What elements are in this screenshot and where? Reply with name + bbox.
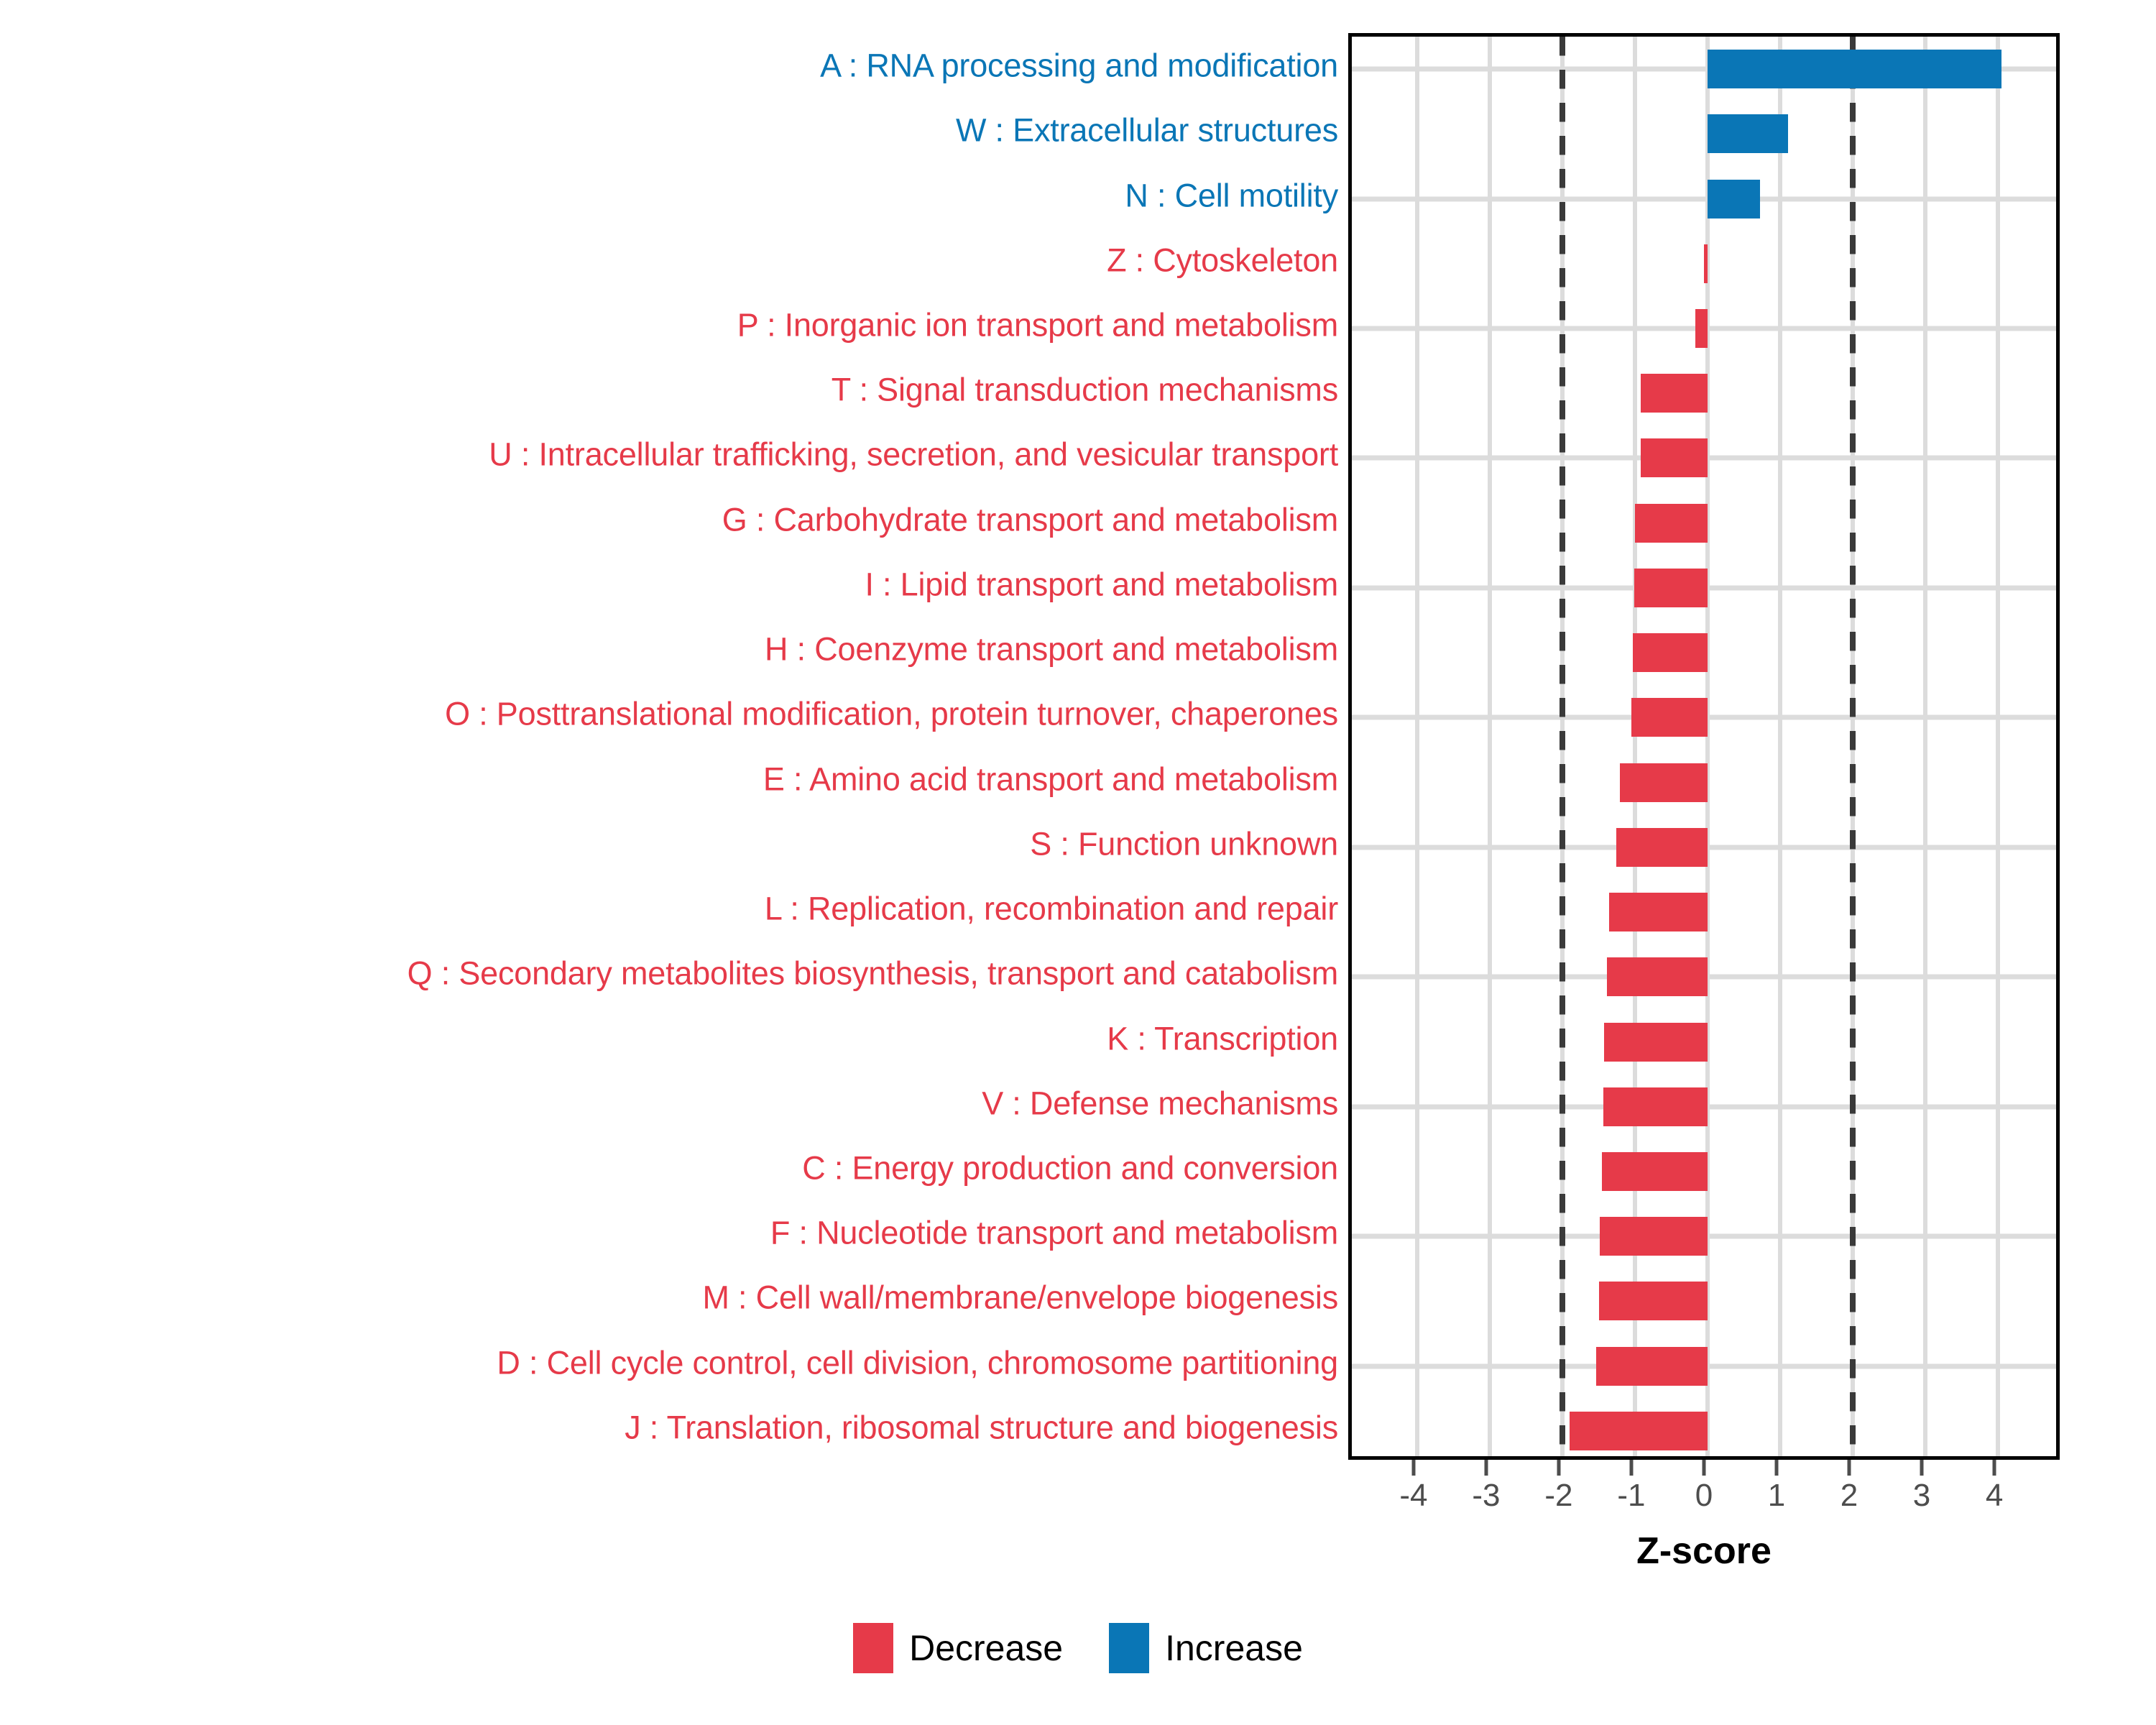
- y-axis-tick-label: D : Cell cycle control, cell division, c…: [497, 1344, 1338, 1381]
- legend-swatch-icon: [853, 1623, 894, 1673]
- bar: [1708, 179, 1760, 218]
- y-axis-tick-label: P : Inorganic ion transport and metaboli…: [737, 306, 1338, 344]
- x-axis-tick-label: 4: [1985, 1478, 2004, 1513]
- threshold-line: [1559, 37, 1565, 1456]
- x-axis-tick: [1992, 1460, 1996, 1476]
- vertical-gridline: [1632, 37, 1637, 1456]
- chart-legend: Decrease Increase: [0, 1623, 2156, 1673]
- bar: [1608, 893, 1708, 932]
- y-axis-tick-label: N : Cell motility: [1125, 177, 1338, 214]
- bar: [1619, 763, 1708, 802]
- y-axis-tick-label: O : Posttranslational modification, prot…: [445, 695, 1338, 732]
- horizontal-gridline: [1352, 196, 2056, 202]
- y-axis-tick-label: Q : Secondary metabolites biosynthesis, …: [407, 954, 1339, 992]
- x-axis-tick: [1847, 1460, 1851, 1476]
- horizontal-gridline: [1352, 66, 2056, 72]
- y-axis-category-labels: A : RNA processing and modification W : E…: [0, 33, 1348, 1460]
- y-axis-tick-label: E : Amino acid transport and metabolism: [763, 760, 1338, 798]
- plot-area: [1352, 37, 2056, 1456]
- bar: [1708, 50, 2002, 89]
- x-axis-tick: [1557, 1460, 1561, 1476]
- y-axis-tick-label: I : Lipid transport and metabolism: [865, 566, 1338, 603]
- bar: [1634, 503, 1708, 543]
- bar: [1634, 568, 1708, 607]
- x-axis-tick-label: -4: [1399, 1478, 1428, 1513]
- legend-item[interactable]: Decrease: [853, 1623, 1063, 1673]
- plot-panel: [1348, 33, 2060, 1460]
- y-axis-tick-label: A : RNA processing and modification: [820, 47, 1338, 84]
- y-axis-tick-label: C : Energy production and conversion: [802, 1149, 1338, 1187]
- x-axis-tick-label: 2: [1840, 1478, 1858, 1513]
- bar: [1703, 244, 1708, 283]
- x-axis-tick: [1411, 1460, 1416, 1476]
- x-axis-tick-label: 1: [1767, 1478, 1786, 1513]
- y-axis-tick-label: K : Transcription: [1107, 1020, 1338, 1057]
- vertical-gridline: [1923, 37, 1928, 1456]
- y-axis-tick-label: M : Cell wall/membrane/envelope biogenes…: [702, 1279, 1338, 1316]
- y-axis-tick-label: G : Carbohydrate transport and metabolis…: [722, 501, 1338, 538]
- x-axis-tick-label: 3: [1912, 1478, 1931, 1513]
- bar: [1708, 114, 1789, 154]
- legend-swatch-icon: [1109, 1623, 1150, 1673]
- vertical-gridline: [1778, 37, 1783, 1456]
- x-axis-tick: [1920, 1460, 1924, 1476]
- bar: [1641, 374, 1708, 413]
- y-axis-tick-label: Z : Cytoskeleton: [1107, 242, 1338, 279]
- bar: [1632, 633, 1708, 673]
- bar: [1600, 1217, 1708, 1256]
- y-axis-tick-label: S : Function unknown: [1030, 825, 1338, 862]
- x-axis-tick: [1702, 1460, 1706, 1476]
- x-axis: -4 -3 -2 -1 0 1 2 3 4: [1348, 1460, 2060, 1546]
- vertical-gridline: [1705, 37, 1710, 1456]
- bar: [1695, 309, 1708, 349]
- bar: [1596, 1346, 1708, 1386]
- y-axis-tick-label: H : Coenzyme transport and metabolism: [765, 630, 1338, 668]
- bar: [1599, 1282, 1708, 1321]
- x-axis-tick: [1484, 1460, 1488, 1476]
- x-axis-tick: [1774, 1460, 1779, 1476]
- y-axis-tick-label: T : Signal transduction mechanisms: [831, 371, 1338, 408]
- vertical-gridline: [1414, 37, 1419, 1456]
- legend-item[interactable]: Increase: [1109, 1623, 1303, 1673]
- bar: [1606, 957, 1708, 997]
- bar: [1616, 827, 1708, 867]
- bar: [1631, 698, 1708, 737]
- y-axis-tick-label: W : Extracellular structures: [955, 111, 1338, 149]
- threshold-line: [1850, 37, 1856, 1456]
- y-axis-tick-label: F : Nucleotide transport and metabolism: [770, 1214, 1338, 1251]
- vertical-gridline: [1487, 37, 1492, 1456]
- y-axis-tick-label: U : Intracellular trafficking, secretion…: [489, 436, 1338, 473]
- vertical-gridline: [1996, 37, 2001, 1456]
- y-axis-tick-label: J : Translation, ribosomal structure and…: [625, 1409, 1338, 1446]
- x-axis-tick-label: -1: [1617, 1478, 1646, 1513]
- x-axis-tick-label: 0: [1695, 1478, 1713, 1513]
- bar: [1570, 1411, 1708, 1450]
- x-axis-tick-label: -3: [1472, 1478, 1501, 1513]
- bar: [1603, 1087, 1708, 1126]
- x-axis-tick-label: -2: [1544, 1478, 1573, 1513]
- bar: [1601, 1151, 1708, 1191]
- x-axis-title: Z-score: [1636, 1530, 1772, 1572]
- bar: [1641, 438, 1708, 478]
- legend-label: Decrease: [909, 1628, 1064, 1668]
- bar: [1603, 1022, 1708, 1062]
- legend-label: Increase: [1165, 1628, 1303, 1668]
- x-axis-tick: [1629, 1460, 1634, 1476]
- y-axis-tick-label: L : Replication, recombination and repai…: [764, 890, 1338, 927]
- y-axis-tick-label: V : Defense mechanisms: [982, 1085, 1338, 1122]
